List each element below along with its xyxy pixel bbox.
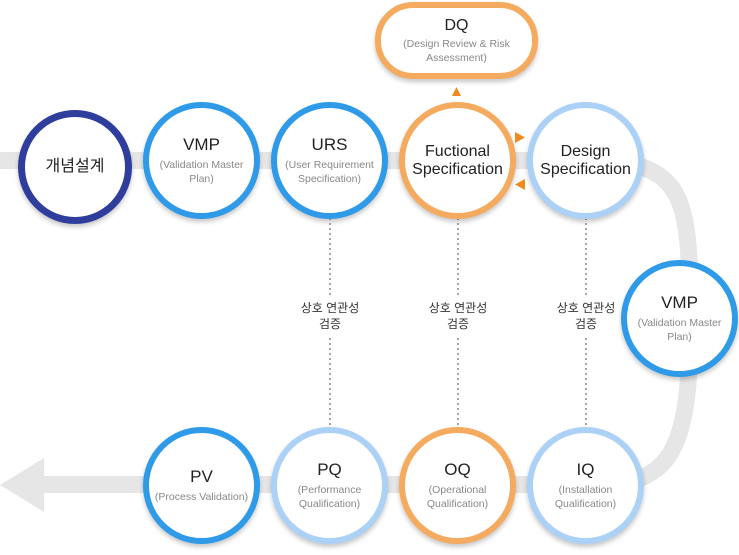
pq-title: PQ — [317, 460, 342, 479]
pq-node: PQ (Performance Qualification) — [271, 427, 388, 544]
link-label-text: 상호 연관성 검증 — [428, 301, 488, 331]
vmp-top-title: VMP — [183, 135, 220, 154]
concept-title: 개념설계 — [45, 158, 105, 175]
oq-node: OQ (Operational Qualification) — [399, 427, 516, 544]
vmp-top-subtitle: (Validation Master Plan) — [159, 159, 244, 185]
ds-node: Design Specification — [527, 102, 644, 219]
link-label-ds-iq: 상호 연관성 검증 — [541, 297, 631, 335]
dq-node: DQ (Design Review & Risk Assessment) — [375, 2, 538, 79]
fs-title: Fuctional Specification — [412, 142, 503, 178]
vmp-right-title: VMP — [661, 293, 698, 312]
link-label-text: 상호 연관성 검증 — [300, 301, 360, 331]
vmp-top-node: VMP (Validation Master Plan) — [143, 102, 260, 219]
iq-subtitle: (Installation Qualification) — [554, 484, 617, 510]
exit-arrow-head — [0, 458, 44, 512]
pq-subtitle: (Performance Qualification) — [297, 484, 362, 510]
fs-node: Fuctional Specification — [399, 102, 516, 219]
link-label-urs-pq: 상호 연관성 검증 — [285, 297, 375, 335]
urs-subtitle: (User Requirement Specification) — [285, 159, 374, 185]
oq-subtitle: (Operational Qualification) — [426, 484, 489, 510]
vmp-right-node: VMP (Validation Master Plan) — [621, 260, 738, 377]
up-arrow-icon — [452, 87, 461, 96]
pv-subtitle: (Process Validation) — [154, 491, 249, 503]
urs-title: URS — [311, 135, 348, 154]
concept-node: 개념설계 — [18, 110, 132, 224]
right-arrow-icon — [515, 132, 525, 143]
left-arrow-icon — [515, 179, 525, 190]
dq-title: DQ — [444, 16, 469, 34]
pv-title: PV — [190, 467, 213, 486]
dq-subtitle: (Design Review & Risk Assessment) — [403, 37, 510, 64]
urs-node: URS (User Requirement Specification) — [271, 102, 388, 219]
iq-node: IQ (Installation Qualification) — [527, 427, 644, 544]
vmp-right-subtitle: (Validation Master Plan) — [637, 317, 722, 343]
link-label-text: 상호 연관성 검증 — [556, 301, 616, 331]
iq-title: IQ — [576, 460, 595, 479]
ds-title: Design Specification — [540, 142, 631, 178]
pv-node: PV (Process Validation) — [143, 427, 260, 544]
link-label-fs-oq: 상호 연관성 검증 — [413, 297, 503, 335]
oq-title: OQ — [444, 460, 471, 479]
